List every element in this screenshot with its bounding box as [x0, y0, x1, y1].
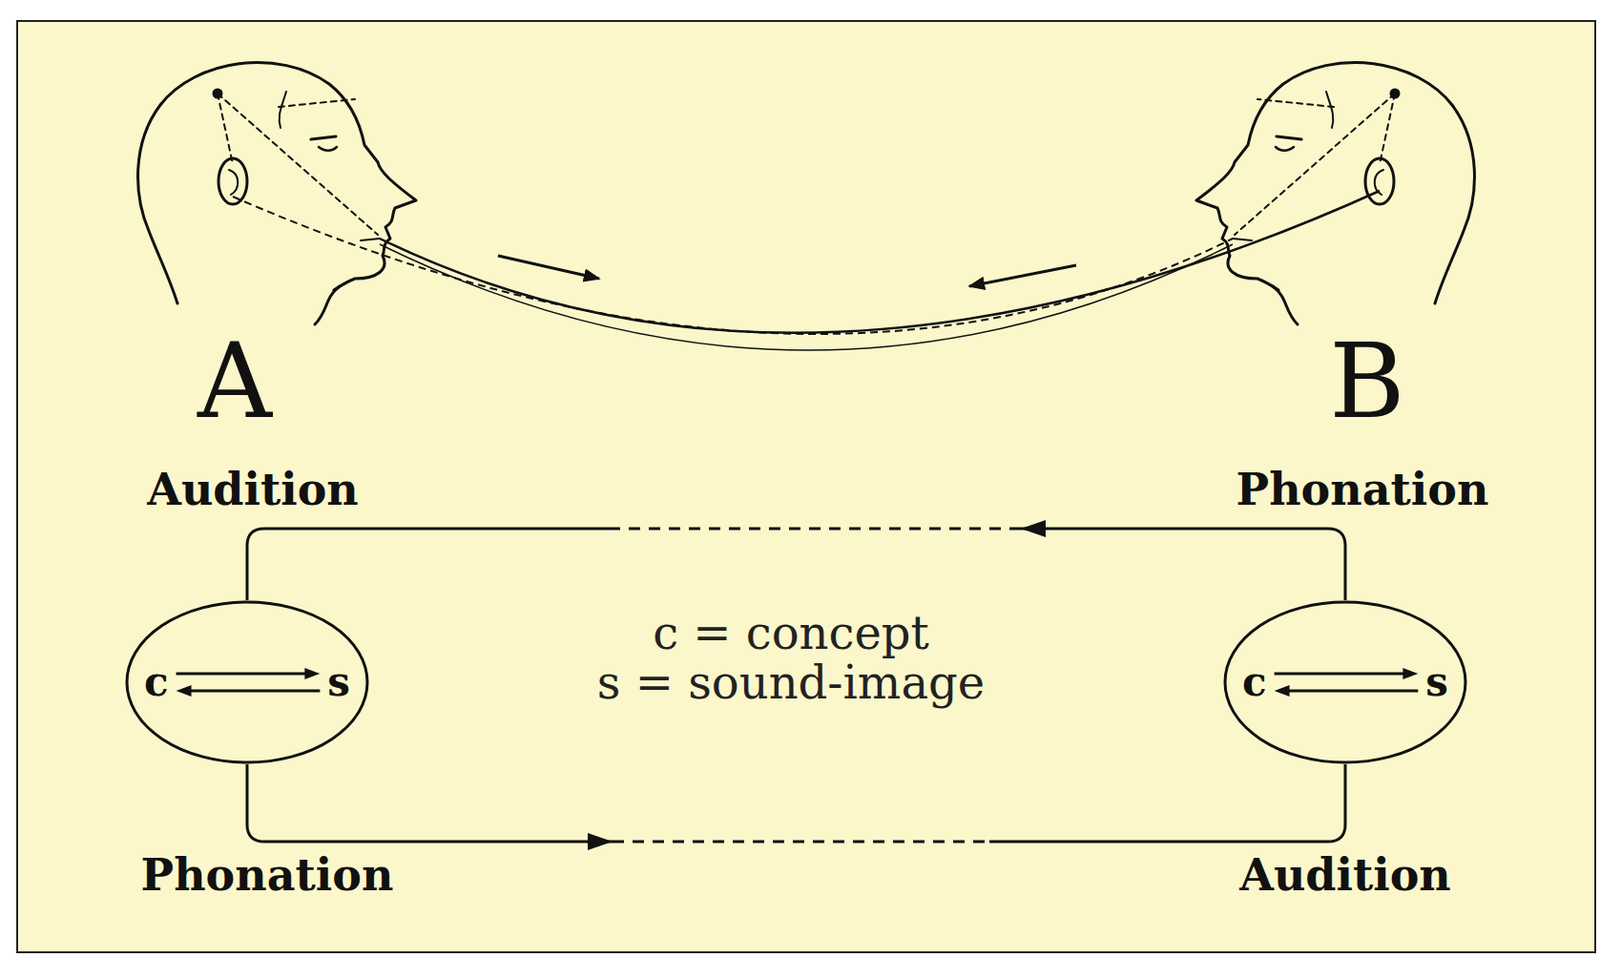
relation-arrow: [176, 672, 308, 676]
connector-line: [247, 764, 613, 842]
direction-arrow: [969, 265, 1077, 287]
relation-arrowhead: [304, 667, 320, 680]
head-outline: [138, 62, 416, 304]
speaker-letter: A: [197, 330, 272, 434]
process-label: Audition: [1239, 851, 1452, 900]
relation-arrowhead: [1402, 667, 1418, 680]
circuit-connector: [247, 764, 1346, 851]
circle-letter: c: [144, 660, 169, 705]
hair-line: [279, 91, 287, 128]
circle-letter: s: [327, 660, 351, 705]
frame: [17, 20, 1596, 953]
connector-arrowhead: [1020, 519, 1046, 538]
neck-line: [314, 286, 340, 325]
speaker-letter: B: [1329, 330, 1405, 434]
eye: [318, 146, 337, 151]
relation-arrow: [1274, 672, 1406, 676]
circle-letter: c: [1242, 660, 1268, 705]
ear-inner: [228, 169, 238, 195]
connector-line: [989, 764, 1346, 842]
mouth: [360, 238, 380, 241]
sound-path: [379, 244, 1233, 351]
circle-node: cs: [124, 600, 370, 765]
key-note: s = sound-image: [597, 657, 985, 708]
connector-dashed: [612, 840, 990, 844]
circle-outline: [1225, 602, 1466, 763]
head-figure: [1196, 62, 1475, 325]
process-label: Phonation: [141, 851, 395, 900]
circle-letter: s: [1425, 660, 1449, 705]
connector-line: [247, 528, 613, 601]
eye-brow: [311, 136, 336, 140]
relation-arrow: [189, 689, 321, 693]
relation-arrowhead: [1274, 685, 1290, 697]
nerve-path: [217, 93, 378, 235]
hair-line: [278, 99, 355, 107]
key-note: c = concept: [652, 607, 930, 659]
head-figure: [138, 62, 416, 325]
connector-arrowhead: [587, 832, 613, 851]
process-label: Audition: [146, 465, 359, 515]
circuit-connector: [247, 519, 1346, 601]
sound-path: [379, 190, 1380, 333]
relation-arrowhead: [176, 685, 192, 697]
process-label: Phonation: [1236, 465, 1490, 515]
connector-dashed: [612, 527, 1021, 531]
sound-path: [232, 196, 1233, 334]
relation-arrow: [1288, 689, 1419, 693]
circle-node: cs: [1223, 600, 1468, 765]
connector-line: [1020, 528, 1346, 601]
direction-arrow: [498, 255, 600, 279]
circle-outline: [126, 602, 368, 763]
